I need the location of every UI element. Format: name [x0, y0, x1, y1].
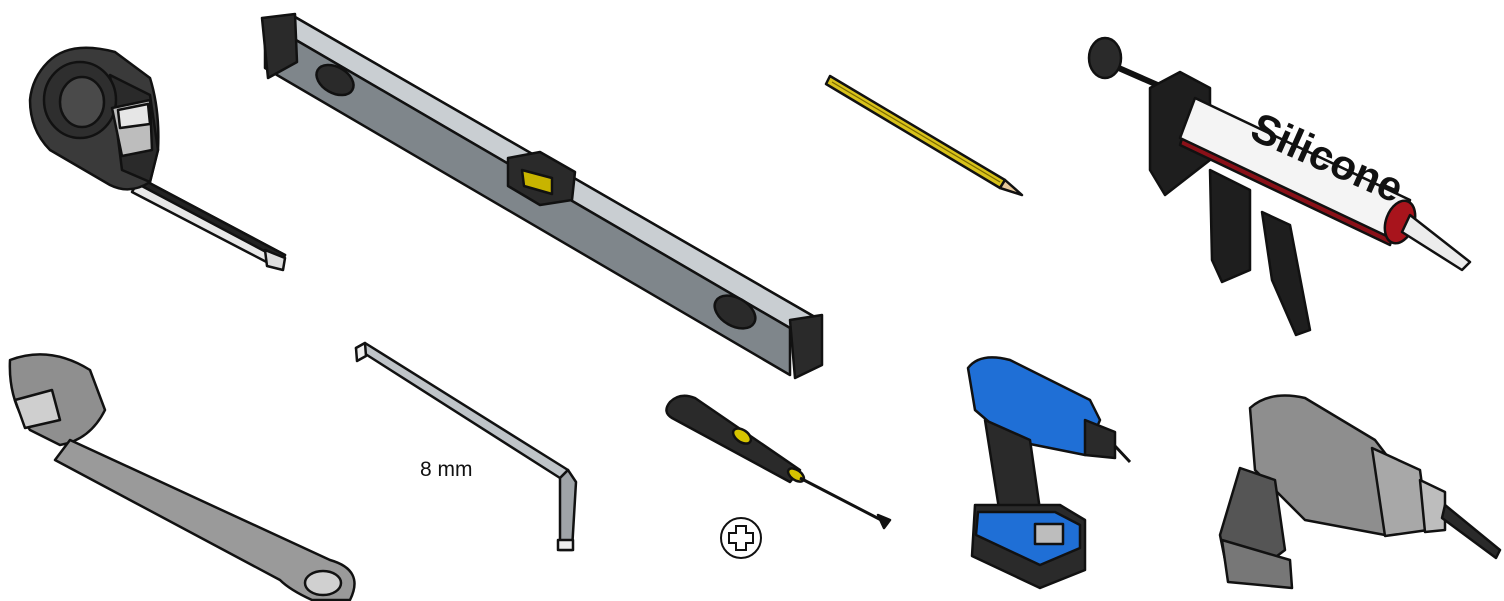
cordless-drill-icon: [966, 356, 1132, 590]
corded-drill-icon: [1218, 394, 1502, 590]
phillips-head-symbol-icon: [720, 517, 762, 559]
hex-key-icon: [354, 341, 578, 552]
phillips-screwdriver-icon: [665, 394, 892, 530]
pencil-icon: [824, 74, 1024, 197]
tape-measure-icon: [28, 46, 287, 272]
spirit-level-icon: [260, 12, 824, 380]
adjustable-wrench-icon: [8, 353, 356, 601]
hex-key-size-label: 8 mm: [420, 458, 473, 481]
caulking-gun-icon: Silicone: [1087, 36, 1472, 337]
